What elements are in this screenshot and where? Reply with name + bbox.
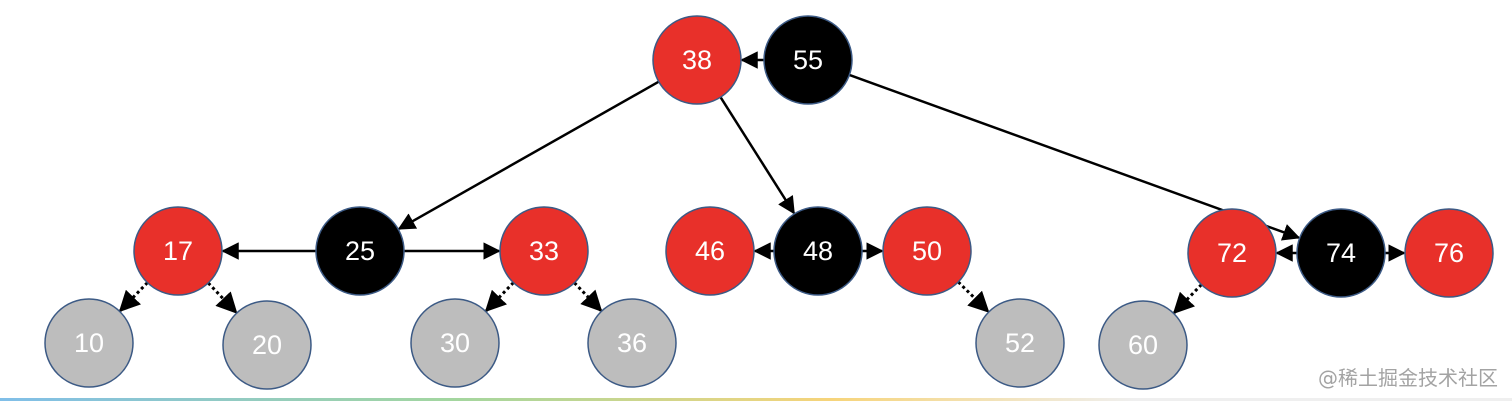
- node-circle: [315, 206, 405, 296]
- node-label: 46: [695, 236, 725, 266]
- edge-n17-n10: [118, 281, 149, 313]
- node-label: 33: [529, 236, 559, 266]
- node-label: 30: [440, 328, 470, 358]
- node-circle: [44, 298, 134, 388]
- node-circle: [1296, 208, 1386, 298]
- edge-n72-n60: [1172, 283, 1203, 315]
- watermark-text: @稀土掘金技术社区: [1318, 366, 1498, 390]
- node-48: 48: [773, 206, 863, 296]
- node-label: 25: [345, 236, 375, 266]
- edges-layer: [118, 51, 1406, 315]
- nodes-layer: 38 55 17 25 33 46 48 50 72 74 76 10 20 30 36 52 60: [44, 15, 1494, 390]
- node-10: 10: [44, 298, 134, 388]
- edge-n38-n25: [397, 80, 660, 230]
- bottom-color-strip: [0, 398, 1512, 401]
- node-label: 60: [1128, 330, 1158, 360]
- node-circle: [499, 206, 589, 296]
- node-label: 10: [74, 328, 104, 358]
- node-52: 52: [975, 298, 1065, 388]
- node-circle: [222, 300, 312, 390]
- node-60: 60: [1098, 300, 1188, 390]
- node-72: 72: [1187, 208, 1277, 298]
- node-label: 72: [1217, 238, 1247, 268]
- edge-n50-n52: [957, 280, 990, 313]
- node-label: 74: [1326, 238, 1356, 268]
- node-circle: [652, 15, 742, 105]
- node-circle: [133, 206, 223, 296]
- node-label: 17: [163, 236, 193, 266]
- node-circle: [1187, 208, 1277, 298]
- node-circle: [665, 206, 755, 296]
- node-circle: [587, 298, 677, 388]
- node-circle: [763, 15, 853, 105]
- node-38: 38: [652, 15, 742, 105]
- node-label: 20: [252, 330, 282, 360]
- node-label: 50: [912, 236, 942, 266]
- node-label: 38: [682, 45, 712, 75]
- node-circle: [975, 298, 1065, 388]
- node-46: 46: [665, 206, 755, 296]
- node-20: 20: [222, 300, 312, 390]
- edge-n17-n20: [207, 281, 238, 314]
- node-label: 55: [793, 45, 823, 75]
- node-circle: [882, 206, 972, 296]
- node-17: 17: [133, 206, 223, 296]
- node-circle: [1404, 208, 1494, 298]
- edge-n33-n36: [573, 281, 603, 312]
- edge-n33-n30: [484, 281, 515, 313]
- node-label: 48: [803, 236, 833, 266]
- node-circle: [1098, 300, 1188, 390]
- node-25: 25: [315, 206, 405, 296]
- node-50: 50: [882, 206, 972, 296]
- node-33: 33: [499, 206, 589, 296]
- node-74: 74: [1296, 208, 1386, 298]
- node-55: 55: [763, 15, 853, 105]
- node-30: 30: [410, 298, 500, 388]
- node-36: 36: [587, 298, 677, 388]
- node-circle: [410, 298, 500, 388]
- node-76: 76: [1404, 208, 1494, 298]
- edge-n38-n48: [719, 96, 795, 215]
- node-label: 76: [1434, 238, 1464, 268]
- node-circle: [773, 206, 863, 296]
- node-label: 36: [617, 328, 647, 358]
- node-label: 52: [1005, 328, 1035, 358]
